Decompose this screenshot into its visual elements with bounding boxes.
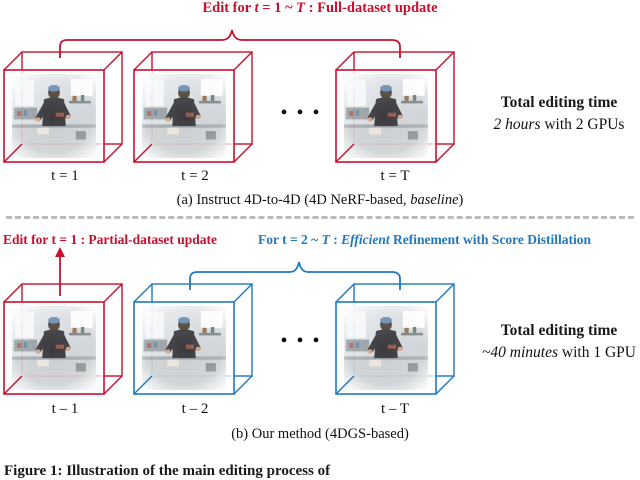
bottom-ellipsis: • • • [280, 330, 322, 352]
top-cube-2-edge-3 [133, 143, 153, 163]
bottom-cube-label-3: t – T [380, 401, 410, 417]
top-cube-2-front-face [133, 69, 235, 163]
top-cube-3-front-face [335, 69, 437, 163]
top-cube-2 [133, 51, 253, 163]
bottom-cube-label-2: t – 2 [181, 401, 209, 417]
bottom-time-value: ~40 minutes with 1 GPU [482, 344, 636, 361]
top-brace [59, 29, 401, 58]
top-cube-label-1: t = 1 [51, 168, 79, 184]
top-cube-3 [335, 51, 455, 163]
bottom-cube-2-edge-1 [233, 283, 253, 303]
bottom-cube-3-edge-3 [335, 375, 355, 395]
top-cube-3-edge-0 [335, 51, 355, 71]
top-cube-1 [3, 51, 123, 163]
bottom-cube-1-fade [4, 302, 104, 394]
footer-caption-partial: Figure 1: Illustration of the main editi… [4, 463, 331, 479]
top-cube-2-edge-1 [233, 51, 253, 71]
bottom-cube-3 [335, 283, 455, 395]
top-header: Edit for t = 1 ~ T : Full-dataset update [202, 0, 438, 16]
bottom-time-title: Total editing time [500, 322, 618, 339]
bottom-right-header: For t = 2 ~ T : Efficient Refinement wit… [258, 232, 592, 247]
bottom-cube-1-edge-0 [3, 283, 23, 303]
top-cube-1-edge-1 [103, 51, 123, 71]
bottom-brace [189, 261, 401, 290]
bottom-cube-3-edge-1 [435, 283, 455, 303]
bottom-cube-1-edge-2 [103, 375, 123, 395]
top-cube-3-fade [336, 70, 436, 162]
top-cube-1-front-face [3, 69, 105, 163]
top-time-title: Total editing time [500, 94, 618, 111]
bottom-cube-2-edge-0 [133, 283, 153, 303]
top-cube-1-edge-2 [103, 143, 123, 163]
top-cube-3-edge-1 [435, 51, 455, 71]
top-cube-1-edge-3 [3, 143, 23, 163]
top-cube-label-2: t = 2 [181, 168, 209, 184]
bottom-cube-3-edge-0 [335, 283, 355, 303]
bottom-cube-label-1: t – 1 [51, 401, 79, 417]
top-caption: (a) Instruct 4D-to-4D (4D NeRF-based, ba… [176, 192, 464, 208]
bottom-cube-3-fade [336, 302, 436, 394]
bottom-cube-2 [133, 283, 253, 395]
bottom-cube-1 [3, 283, 123, 395]
top-cube-1-fade [4, 70, 104, 162]
bottom-left-header: Edit for t = 1 : Partial-dataset update [3, 232, 218, 247]
bottom-cube-1-edge-3 [3, 375, 23, 395]
bottom-cube-2-edge-3 [133, 375, 153, 395]
bottom-cube-2-front-face [133, 301, 235, 395]
top-cube-label-3: t = T [380, 168, 410, 184]
top-cube-1-edge-0 [3, 51, 23, 71]
bottom-cube-2-edge-2 [233, 375, 253, 395]
top-cube-3-edge-2 [435, 143, 455, 163]
bottom-cube-3-front-face [335, 301, 437, 395]
top-cube-2-edge-0 [133, 51, 153, 71]
bottom-cube-3-edge-2 [435, 375, 455, 395]
bottom-cube-1-front-face [3, 301, 105, 395]
top-time-value: 2 hours with 2 GPUs [493, 116, 625, 133]
section-divider [6, 216, 634, 219]
bottom-cube-2-fade [134, 302, 234, 394]
top-cube-2-edge-2 [233, 143, 253, 163]
top-cube-2-fade [134, 70, 234, 162]
bottom-cube-1-edge-1 [103, 283, 123, 303]
top-ellipsis: • • • [280, 102, 322, 124]
top-cube-3-edge-3 [335, 143, 355, 163]
bottom-arrow-head [55, 247, 65, 257]
bottom-caption: (b) Our method (4DGS-based) [231, 426, 409, 442]
